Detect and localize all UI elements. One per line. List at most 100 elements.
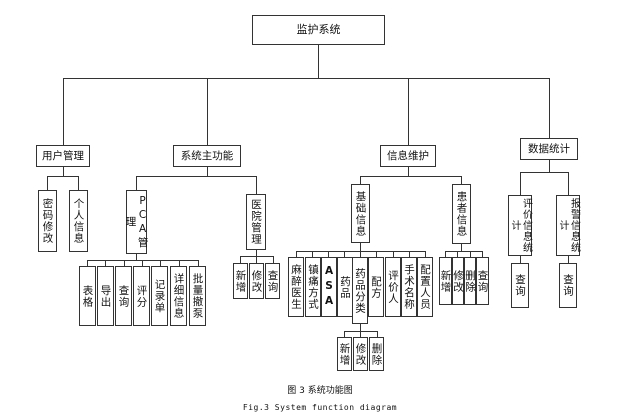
pca-child-query: 查询 [115, 266, 132, 326]
connector [425, 251, 426, 257]
connector [408, 167, 409, 176]
connector [47, 176, 78, 177]
connector [136, 176, 256, 177]
hospital-management-node: 医院管理 [246, 194, 266, 250]
connector [344, 251, 345, 257]
connector [360, 251, 361, 257]
connector [296, 251, 297, 257]
personal-info-node: 个人信息 [69, 190, 88, 252]
connector [457, 251, 458, 257]
alarm-stats-node: 报警信息统计 [556, 195, 580, 256]
connector [461, 244, 462, 251]
caption-en: Fig.3 System function diagram [242, 403, 398, 412]
connector [344, 331, 345, 337]
caption-zh: 图 3 系统功能图 [287, 386, 353, 396]
connector [360, 324, 361, 331]
pca-child-export: 导出 [97, 266, 114, 326]
drug-class-add: 新增 [337, 337, 352, 371]
connector [393, 251, 394, 257]
hospital-child-edit: 修改 [249, 263, 264, 299]
patient-info-node: 患者信息 [452, 184, 471, 244]
connector [408, 78, 409, 145]
connector [179, 260, 180, 266]
pca-management-node: PCA管理 [125, 190, 149, 254]
connector [549, 78, 550, 138]
data-statistics-node: 数据统计 [520, 138, 578, 160]
basic-child-surgery-name: 手术名称 [401, 257, 417, 317]
connector [549, 160, 550, 172]
connector [87, 260, 88, 266]
alarm-stats-query: 查询 [559, 263, 577, 308]
connector [142, 260, 143, 266]
password-change-node: 密码修改 [38, 190, 57, 252]
connector [377, 331, 378, 337]
connector [360, 243, 361, 251]
connector [409, 251, 410, 257]
connector [160, 260, 161, 266]
connector [207, 78, 208, 145]
hospital-child-query: 查询 [265, 263, 280, 299]
basic-child-analgesia-label: 镇痛方式 [307, 264, 320, 310]
connector [360, 176, 461, 177]
patient-child-add: 新增 [439, 257, 452, 305]
connector [207, 167, 208, 176]
drug-class-delete: 删除 [369, 337, 384, 371]
basic-child-asa: ASA [321, 257, 337, 317]
pca-child-details: 详细信息 [170, 266, 187, 326]
basic-info-node: 基础信息 [351, 184, 370, 243]
patient-child-edit: 修改 [452, 257, 464, 305]
connector [360, 331, 361, 337]
connector [256, 250, 257, 256]
connector [124, 260, 125, 266]
connector [461, 176, 462, 184]
connector [445, 251, 482, 252]
basic-child-formula: 配方 [368, 257, 384, 317]
connector [568, 256, 569, 263]
connector [273, 256, 274, 263]
connector [256, 176, 257, 194]
connector [256, 256, 257, 263]
basic-child-drug-class: 药品分类 [352, 257, 368, 324]
patient-child-query: 查询 [476, 257, 489, 305]
connector [198, 260, 199, 266]
basic-child-drug: 药品 [337, 257, 353, 317]
connector [482, 251, 483, 257]
basic-child-anesthetist-label: 麻醉医生 [290, 264, 303, 310]
eval-stats-node: 评价信息统计 [508, 195, 532, 256]
connector [78, 176, 79, 190]
connector [318, 45, 319, 78]
basic-child-analgesia: 镇痛方式 [305, 257, 321, 317]
hospital-child-add: 新增 [233, 263, 248, 299]
patient-child-delete: 删除 [464, 257, 476, 305]
connector [105, 260, 106, 266]
user-management-node: 用户管理 [36, 145, 90, 167]
connector [520, 172, 568, 173]
basic-child-staff-label: 配置人员 [419, 264, 432, 310]
drug-class-edit: 修改 [353, 337, 368, 371]
connector [376, 251, 377, 257]
connector [470, 251, 471, 257]
connector [445, 251, 446, 257]
basic-child-surgery-name-label: 手术名称 [403, 264, 416, 310]
connector [360, 176, 361, 184]
connector [136, 254, 137, 260]
connector [328, 251, 329, 257]
basic-child-evaluator: 评价人 [385, 257, 401, 317]
pca-child-score: 评分 [133, 266, 150, 326]
connector [63, 167, 64, 176]
pca-child-batch-withdraw: 批量撤泵 [189, 266, 206, 326]
connector [312, 251, 313, 257]
connector [47, 176, 48, 190]
connector [63, 78, 549, 79]
connector [136, 176, 137, 190]
connector [240, 256, 241, 263]
basic-child-staff: 配置人员 [417, 257, 433, 317]
connector [63, 78, 64, 145]
pca-child-table: 表格 [79, 266, 96, 326]
system-main-function-node: 系统主功能 [173, 145, 241, 167]
eval-stats-query: 查询 [511, 263, 529, 308]
basic-child-anesthetist: 麻醉医生 [288, 257, 304, 317]
root-node: 监护系统 [252, 15, 385, 45]
connector [520, 172, 521, 195]
